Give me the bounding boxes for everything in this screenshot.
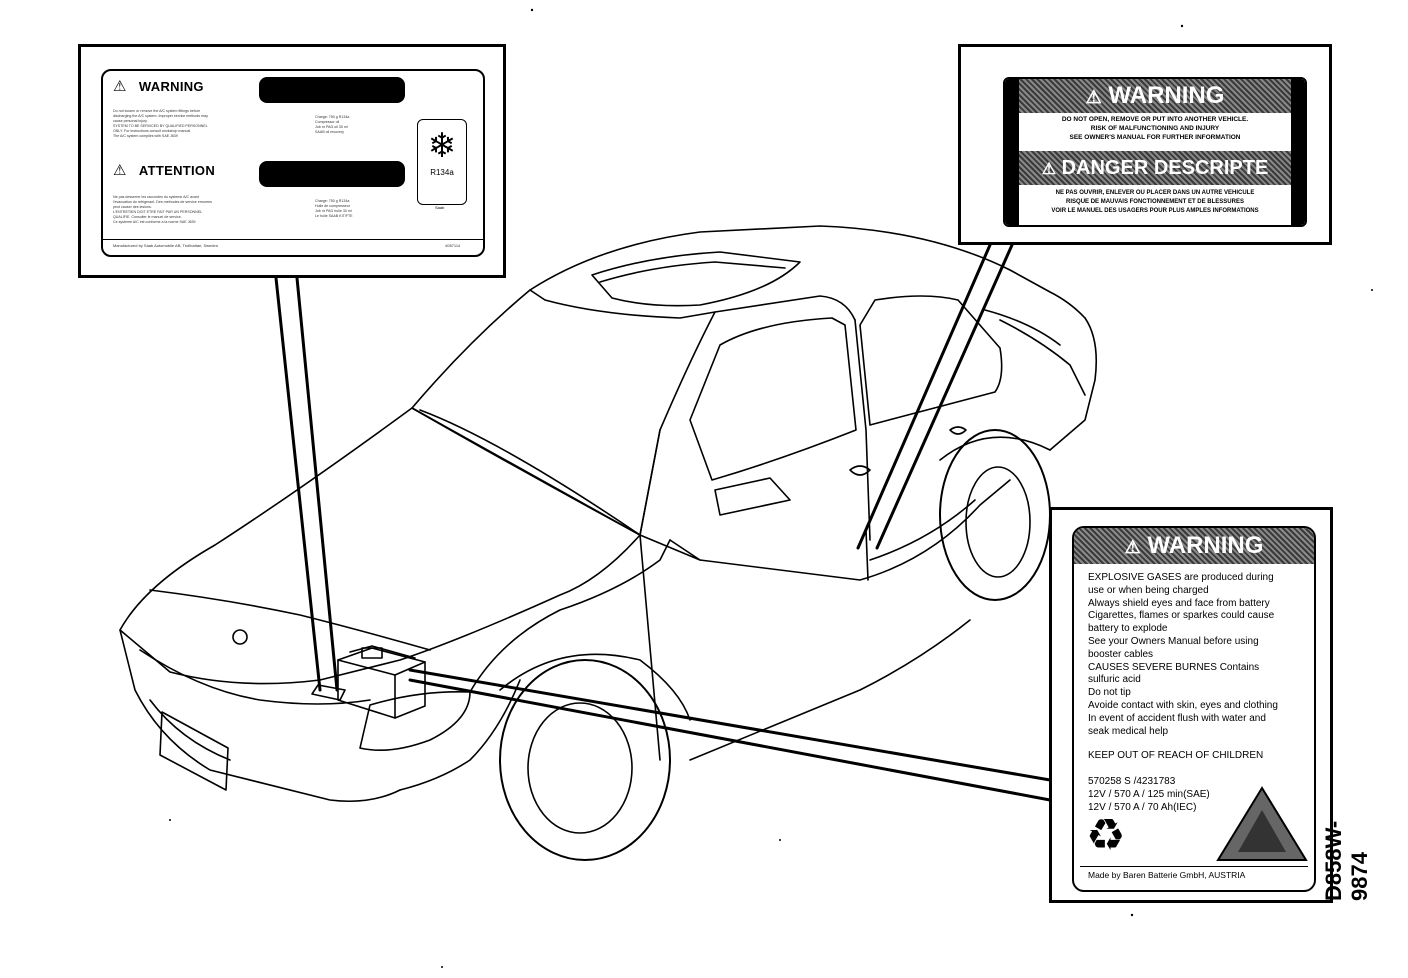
battery-label-callout: ⚠ WARNING EXPLOSIVE GASES are produced d… <box>1049 507 1333 903</box>
ac-part-number: 4087114 <box>445 243 461 248</box>
a-pillar <box>714 295 856 321</box>
front-fender <box>469 539 671 693</box>
figure-id: D858W-9874 <box>1321 820 1372 901</box>
headlight <box>359 690 471 752</box>
license-plate <box>159 711 229 791</box>
hood <box>119 407 641 685</box>
battery-warning-triangle-icon: ⚠ <box>1124 537 1141 557</box>
door-label-callout: ⚠ WARNING DO NOT OPEN, REMOVE OR PUT INT… <box>958 44 1332 245</box>
ac-warning-black-bar <box>259 77 405 103</box>
ac-manufacturer: Manufactured by Saab Automobile AB, Trol… <box>113 243 218 248</box>
ac-attention-black-bar <box>259 161 405 187</box>
door-label-left-edge <box>1005 79 1019 225</box>
leader-line-door <box>856 243 1014 550</box>
ac-icon-caption: Saab <box>435 205 445 210</box>
battery-keep-out: KEEP OUT OF REACH OF CHILDREN <box>1088 750 1264 761</box>
front-bumper <box>119 629 401 803</box>
door-warning-heading: WARNING <box>1108 82 1225 109</box>
attention-triangle-icon: ⚠ <box>113 162 127 179</box>
side-sill <box>669 479 1011 581</box>
snowflake-icon: ❄ <box>427 127 457 165</box>
door-danger-heading: DANGER DESCRIPTE <box>1061 157 1269 179</box>
leader-line-battery <box>408 668 1052 802</box>
front-door-window <box>689 317 857 481</box>
battery-label: ⚠ WARNING EXPLOSIVE GASES are produced d… <box>1072 526 1316 892</box>
front-wheel <box>499 659 671 861</box>
sunroof <box>591 251 801 307</box>
mirror <box>714 477 791 516</box>
windshield <box>411 289 716 536</box>
battery-maker-line <box>1080 866 1308 867</box>
ac-label-callout: ⚠ WARNING Do not loosen or remove the A/… <box>78 44 506 278</box>
ac-attention-heading: ATTENTION <box>138 163 216 178</box>
battery-warning-heading: WARNING <box>1147 532 1264 559</box>
door-label: ⚠ WARNING DO NOT OPEN, REMOVE OR PUT INT… <box>1003 77 1307 227</box>
battery-warning-band: ⚠ WARNING <box>1074 528 1314 564</box>
door-label-right-edge <box>1291 79 1305 225</box>
door-warning-lines: DO NOT OPEN, REMOVE OR PUT INTO ANOTHER … <box>1061 116 1249 141</box>
door-warning-triangle-icon: ⚠ <box>1085 87 1102 107</box>
warning-triangle-icon: ⚠ <box>113 78 127 95</box>
refrigerant-code: R134a <box>430 168 454 177</box>
rear-door-window <box>859 295 1003 426</box>
battery-hazard-triangle-icon <box>1216 786 1308 861</box>
refrigerant-box: ❄ R134a <box>417 119 467 205</box>
car-roof <box>529 225 1086 319</box>
recycle-icon: ♻ <box>1086 811 1126 860</box>
ac-attention-text: Ne pas desserrer les raccordes du system… <box>113 195 212 224</box>
ac-warning-heading: WARNING <box>138 79 204 94</box>
door-danger-triangle-icon: ⚠ <box>1041 161 1057 178</box>
leader-line-ac <box>274 276 339 692</box>
door-danger-lines: NE PAS OUVRIR, ENLEVER OU PLACER DANS UN… <box>1051 190 1259 214</box>
ac-warning-text: Do not loosen or remove the A/C system f… <box>113 109 208 138</box>
battery-maker: Made by Baren Batterie GmbH, AUSTRIA <box>1088 870 1246 880</box>
door-warning-band: ⚠ WARNING <box>1019 79 1291 113</box>
door-danger-band: ⚠ DANGER DESCRIPTE <box>1019 151 1291 185</box>
ac-label: ⚠ WARNING Do not loosen or remove the A/… <box>101 69 485 257</box>
